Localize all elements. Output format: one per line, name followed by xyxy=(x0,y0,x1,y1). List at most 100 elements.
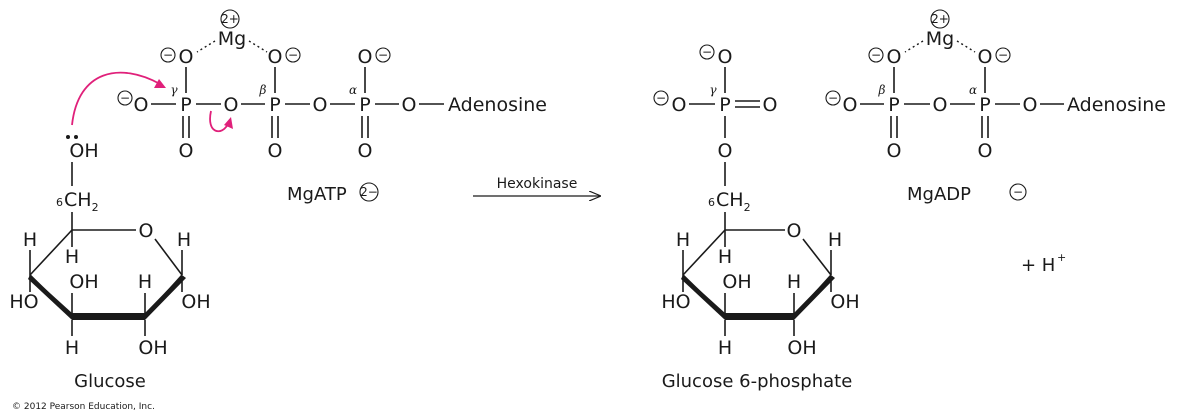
arrowhead xyxy=(154,79,166,88)
hydroxyl-group: OH xyxy=(69,140,98,162)
copyright-notice: © 2012 Pearson Education, Inc. xyxy=(12,402,155,412)
mgadp-label: MgADP xyxy=(907,184,971,205)
ch-text: CH xyxy=(64,189,92,211)
proton-product: + H + xyxy=(1021,251,1066,276)
mg-atom: Mg xyxy=(926,28,954,50)
minus-charge: − xyxy=(378,48,388,62)
oxygen-atom: O xyxy=(1023,94,1038,116)
oxygen-atom: O xyxy=(134,94,149,116)
nucleophilic-attack-arrow xyxy=(71,71,161,126)
charge-ring xyxy=(285,47,301,63)
minus-charge: − xyxy=(120,91,130,105)
hydroxyl-group: HO xyxy=(9,291,38,313)
oxygen-atom: O xyxy=(268,46,283,68)
hydrogen-atom: H xyxy=(23,229,37,251)
mg-coordination-bond xyxy=(956,40,976,53)
alpha-label: α xyxy=(969,83,977,97)
enzyme-label: Hexokinase xyxy=(497,176,578,192)
oxygen-atom: O xyxy=(179,46,194,68)
hydroxyl-group: OH xyxy=(722,271,751,293)
mg-charge-ring xyxy=(930,9,950,29)
ring-wedge-left xyxy=(28,275,72,320)
bridging-oxygen: O xyxy=(933,94,948,116)
charge-ring xyxy=(375,47,391,63)
mgatp-label: MgATP xyxy=(287,184,347,205)
hydrogen-atom: H xyxy=(676,229,690,251)
hydrogen-atom: H xyxy=(718,337,732,359)
ch-text: CH xyxy=(716,189,744,211)
mgadp-charge: − xyxy=(1013,185,1023,199)
charge-ring xyxy=(995,47,1011,63)
phosphorus-alpha: P xyxy=(359,94,370,116)
mgadp-molecule: 2+ Mg − O O − − O P β O P α O Adenosine … xyxy=(825,9,1166,205)
minus-charge: − xyxy=(871,48,881,62)
ring-wedge-right xyxy=(145,275,186,320)
ch2-group: CH2 xyxy=(716,189,751,214)
glucose-6-phosphate-molecule: − O − O P γ O O 6 CH2 O H HO H xyxy=(653,44,860,392)
oxygen-atom: O xyxy=(672,94,687,116)
ring-oxygen: O xyxy=(787,220,802,242)
hydrogen-atom: H xyxy=(828,229,842,251)
glucose-molecule: OH 6 CH2 O H HO H OH H H OH H OH Gluc xyxy=(9,135,211,392)
proton-charge: + xyxy=(1057,251,1066,264)
g6p-label: Glucose 6-phosphate xyxy=(662,371,853,392)
bridging-oxygen: O xyxy=(313,94,328,116)
ester-oxygen: O xyxy=(718,140,733,162)
minus-charge: − xyxy=(656,91,666,105)
hydroxyl-group: OH xyxy=(138,337,167,359)
proton-label: + H xyxy=(1021,255,1055,276)
mg-charge: 2+ xyxy=(221,12,239,26)
subscript-2: 2 xyxy=(744,201,751,214)
gamma-label: γ xyxy=(170,83,178,97)
ring-front-bond xyxy=(725,313,794,320)
hydrogen-atom: H xyxy=(718,246,732,268)
oxygen-atom: O xyxy=(978,46,993,68)
gamma-label: γ xyxy=(709,83,717,97)
minus-charge: − xyxy=(828,91,838,105)
glucose-label: Glucose xyxy=(74,371,146,392)
phosphorus-gamma: P xyxy=(719,94,730,116)
oxygen-atom: O xyxy=(887,140,902,162)
hydrogen-atom: H xyxy=(138,271,152,293)
mg-atom: Mg xyxy=(218,28,246,50)
mgatp-label-group: MgATP 2− xyxy=(287,182,379,205)
mg-charge-ring xyxy=(220,9,240,29)
mg-coordination-bond xyxy=(196,40,216,53)
ring-wedge-right xyxy=(794,275,835,320)
minus-charge: − xyxy=(288,48,298,62)
oxygen-atom: O xyxy=(978,140,993,162)
hydroxyl-group: OH xyxy=(787,337,816,359)
mgatp-charge: 2− xyxy=(360,185,378,199)
oxygen-atom: O xyxy=(402,94,417,116)
oxygen-atom: O xyxy=(763,94,778,116)
charge-ring xyxy=(699,44,715,60)
oxygen-atom: O xyxy=(718,46,733,68)
hydroxyl-group: OH xyxy=(181,291,210,313)
mg-ion: 2+ Mg xyxy=(218,9,246,50)
mg-coordination-bond xyxy=(248,40,268,53)
oxygen-atom: O xyxy=(268,140,283,162)
arrowhead xyxy=(224,117,233,129)
ring-bond xyxy=(154,238,183,276)
lone-pair-dot xyxy=(74,135,78,139)
oxygen-atom: O xyxy=(887,46,902,68)
electron-arrows xyxy=(71,71,233,133)
subscript-2: 2 xyxy=(92,201,99,214)
charge-ring xyxy=(653,90,669,106)
charge-ring xyxy=(117,90,133,106)
charge-ring xyxy=(825,90,841,106)
hydroxyl-group: OH xyxy=(830,291,859,313)
charge-ring xyxy=(359,182,379,202)
adenosine-label: Adenosine xyxy=(1067,94,1166,116)
mg-coordination-bond xyxy=(904,40,924,53)
lone-pair-dot xyxy=(66,135,70,139)
bond-cleavage-arrow xyxy=(209,110,229,133)
hydrogen-atom: H xyxy=(65,337,79,359)
hydroxyl-group: OH xyxy=(69,271,98,293)
ring-bond xyxy=(29,229,73,276)
minus-charge: − xyxy=(998,48,1008,62)
ch2-group: CH2 xyxy=(64,189,99,214)
oxygen-atom: O xyxy=(358,46,373,68)
minus-charge: − xyxy=(163,48,173,62)
